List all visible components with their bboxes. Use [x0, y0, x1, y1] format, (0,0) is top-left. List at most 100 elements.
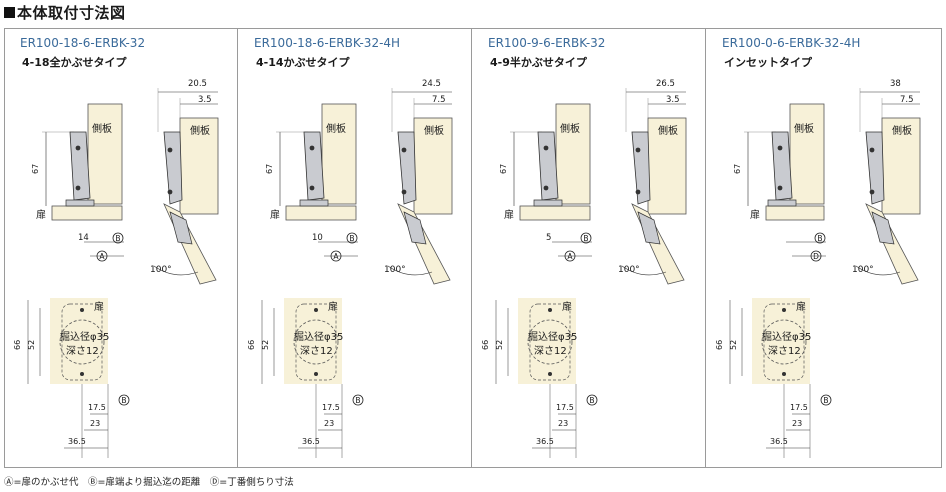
plan-b-symbol-circle [352, 394, 364, 406]
side-panel-shape [321, 103, 357, 205]
hinge-plate-outline [295, 303, 337, 381]
open-angle-label: 100° [618, 265, 640, 275]
side-panel-shape [881, 117, 921, 215]
side-panel-label-2: 側板 [190, 124, 210, 137]
outer-height-value: 66 [481, 340, 490, 350]
hinge-plate-outline [529, 303, 571, 381]
screw-shape [635, 189, 641, 195]
screw-shape [543, 185, 549, 191]
front-dim-value: 5 [546, 233, 551, 243]
door-shape [285, 205, 357, 221]
angle-arc [621, 265, 667, 276]
top-dim-value: 24.5 [422, 79, 441, 89]
inner-height-value: 52 [495, 340, 504, 350]
bottom-symbol-letter: A [333, 252, 339, 261]
screw-hole [80, 372, 84, 376]
open-angle-label: 100° [150, 265, 172, 275]
screw-shape [869, 147, 875, 153]
plan-b-symbol-circle [118, 394, 130, 406]
hinge-cup-shape [533, 199, 563, 207]
dim-17-5-value: 17.5 [88, 403, 106, 412]
hinge-arm-open [631, 131, 651, 205]
bore-diameter-label: 掘込径φ35 [762, 330, 811, 343]
screw-shape [309, 145, 315, 151]
angle-arc [855, 265, 901, 276]
bottom-symbol-letter: D [813, 252, 819, 261]
dim-36-5-value: 36.5 [68, 437, 86, 446]
outer-height-value: 66 [715, 340, 724, 350]
angle-arc [387, 265, 433, 276]
side-dim-value: 7.5 [432, 95, 446, 105]
height-dim-value: 67 [499, 164, 508, 174]
side-panel-shape [555, 103, 591, 205]
bore-circle [761, 319, 807, 365]
side-panel-label: 側板 [92, 122, 112, 135]
bore-depth-label: 深さ12 [768, 345, 801, 357]
side-panel-shape [413, 117, 453, 215]
hinge-arm-shape [771, 131, 793, 201]
screw-shape [777, 145, 783, 151]
side-panel-shape [87, 103, 123, 205]
hinge-cup-open [637, 211, 661, 245]
door-shape [51, 205, 123, 221]
screw-shape [167, 147, 173, 153]
bore-circle [59, 319, 105, 365]
bore-diameter-label: 掘込径φ35 [60, 330, 109, 343]
height-dim-value: 67 [31, 164, 40, 174]
screw-hole [548, 308, 552, 312]
front-dim-value: 14 [78, 233, 89, 243]
side-panel-label: 側板 [560, 122, 580, 135]
dim-23-value: 23 [558, 419, 568, 428]
hinge-type-label: 4-14かぶせタイプ [256, 56, 350, 69]
side-panel-label-2: 側板 [892, 124, 912, 137]
side-panel-label-2: 側板 [424, 124, 444, 137]
screw-shape [777, 185, 783, 191]
hinge-plate-outline [61, 303, 103, 381]
outer-height-value: 66 [13, 340, 22, 350]
screw-shape [75, 145, 81, 151]
hinge-plate-outline [763, 303, 805, 381]
hinge-cup-shape [299, 199, 329, 207]
door-label-plan: 扉 [94, 300, 104, 313]
dim-36-5-value: 36.5 [536, 437, 554, 446]
hinge-cup-shape [65, 199, 95, 207]
door-plan-area [50, 298, 108, 384]
side-dim-value: 3.5 [666, 95, 680, 105]
bore-depth-label: 深さ12 [66, 345, 99, 357]
drawing-frame [4, 28, 942, 468]
screw-shape [75, 185, 81, 191]
bore-depth-label: 深さ12 [300, 345, 333, 357]
model-number: ER100-9-6-ERBK-32 [488, 36, 606, 50]
height-dim-value: 67 [733, 164, 742, 174]
side-panel-label: 側板 [326, 122, 346, 135]
side-panel-shape [789, 103, 825, 205]
dim-23-value: 23 [324, 419, 334, 428]
hinge-cup-open [169, 211, 193, 245]
dim-17-5-value: 17.5 [322, 403, 340, 412]
front-symbol-circle [346, 232, 358, 244]
screw-hole [782, 372, 786, 376]
screw-shape [167, 189, 173, 195]
door-label: 扉 [750, 208, 760, 221]
side-dim-value: 7.5 [900, 95, 914, 105]
screw-shape [869, 189, 875, 195]
screw-hole [314, 308, 318, 312]
door-shape [519, 205, 591, 221]
top-dim-value: 26.5 [656, 79, 675, 89]
screw-shape [401, 189, 407, 195]
door-label: 扉 [36, 208, 46, 221]
top-dim-value: 20.5 [188, 79, 207, 89]
bore-circle [293, 319, 339, 365]
door-label-plan: 扉 [562, 300, 572, 313]
top-dim-value: 38 [890, 79, 901, 89]
